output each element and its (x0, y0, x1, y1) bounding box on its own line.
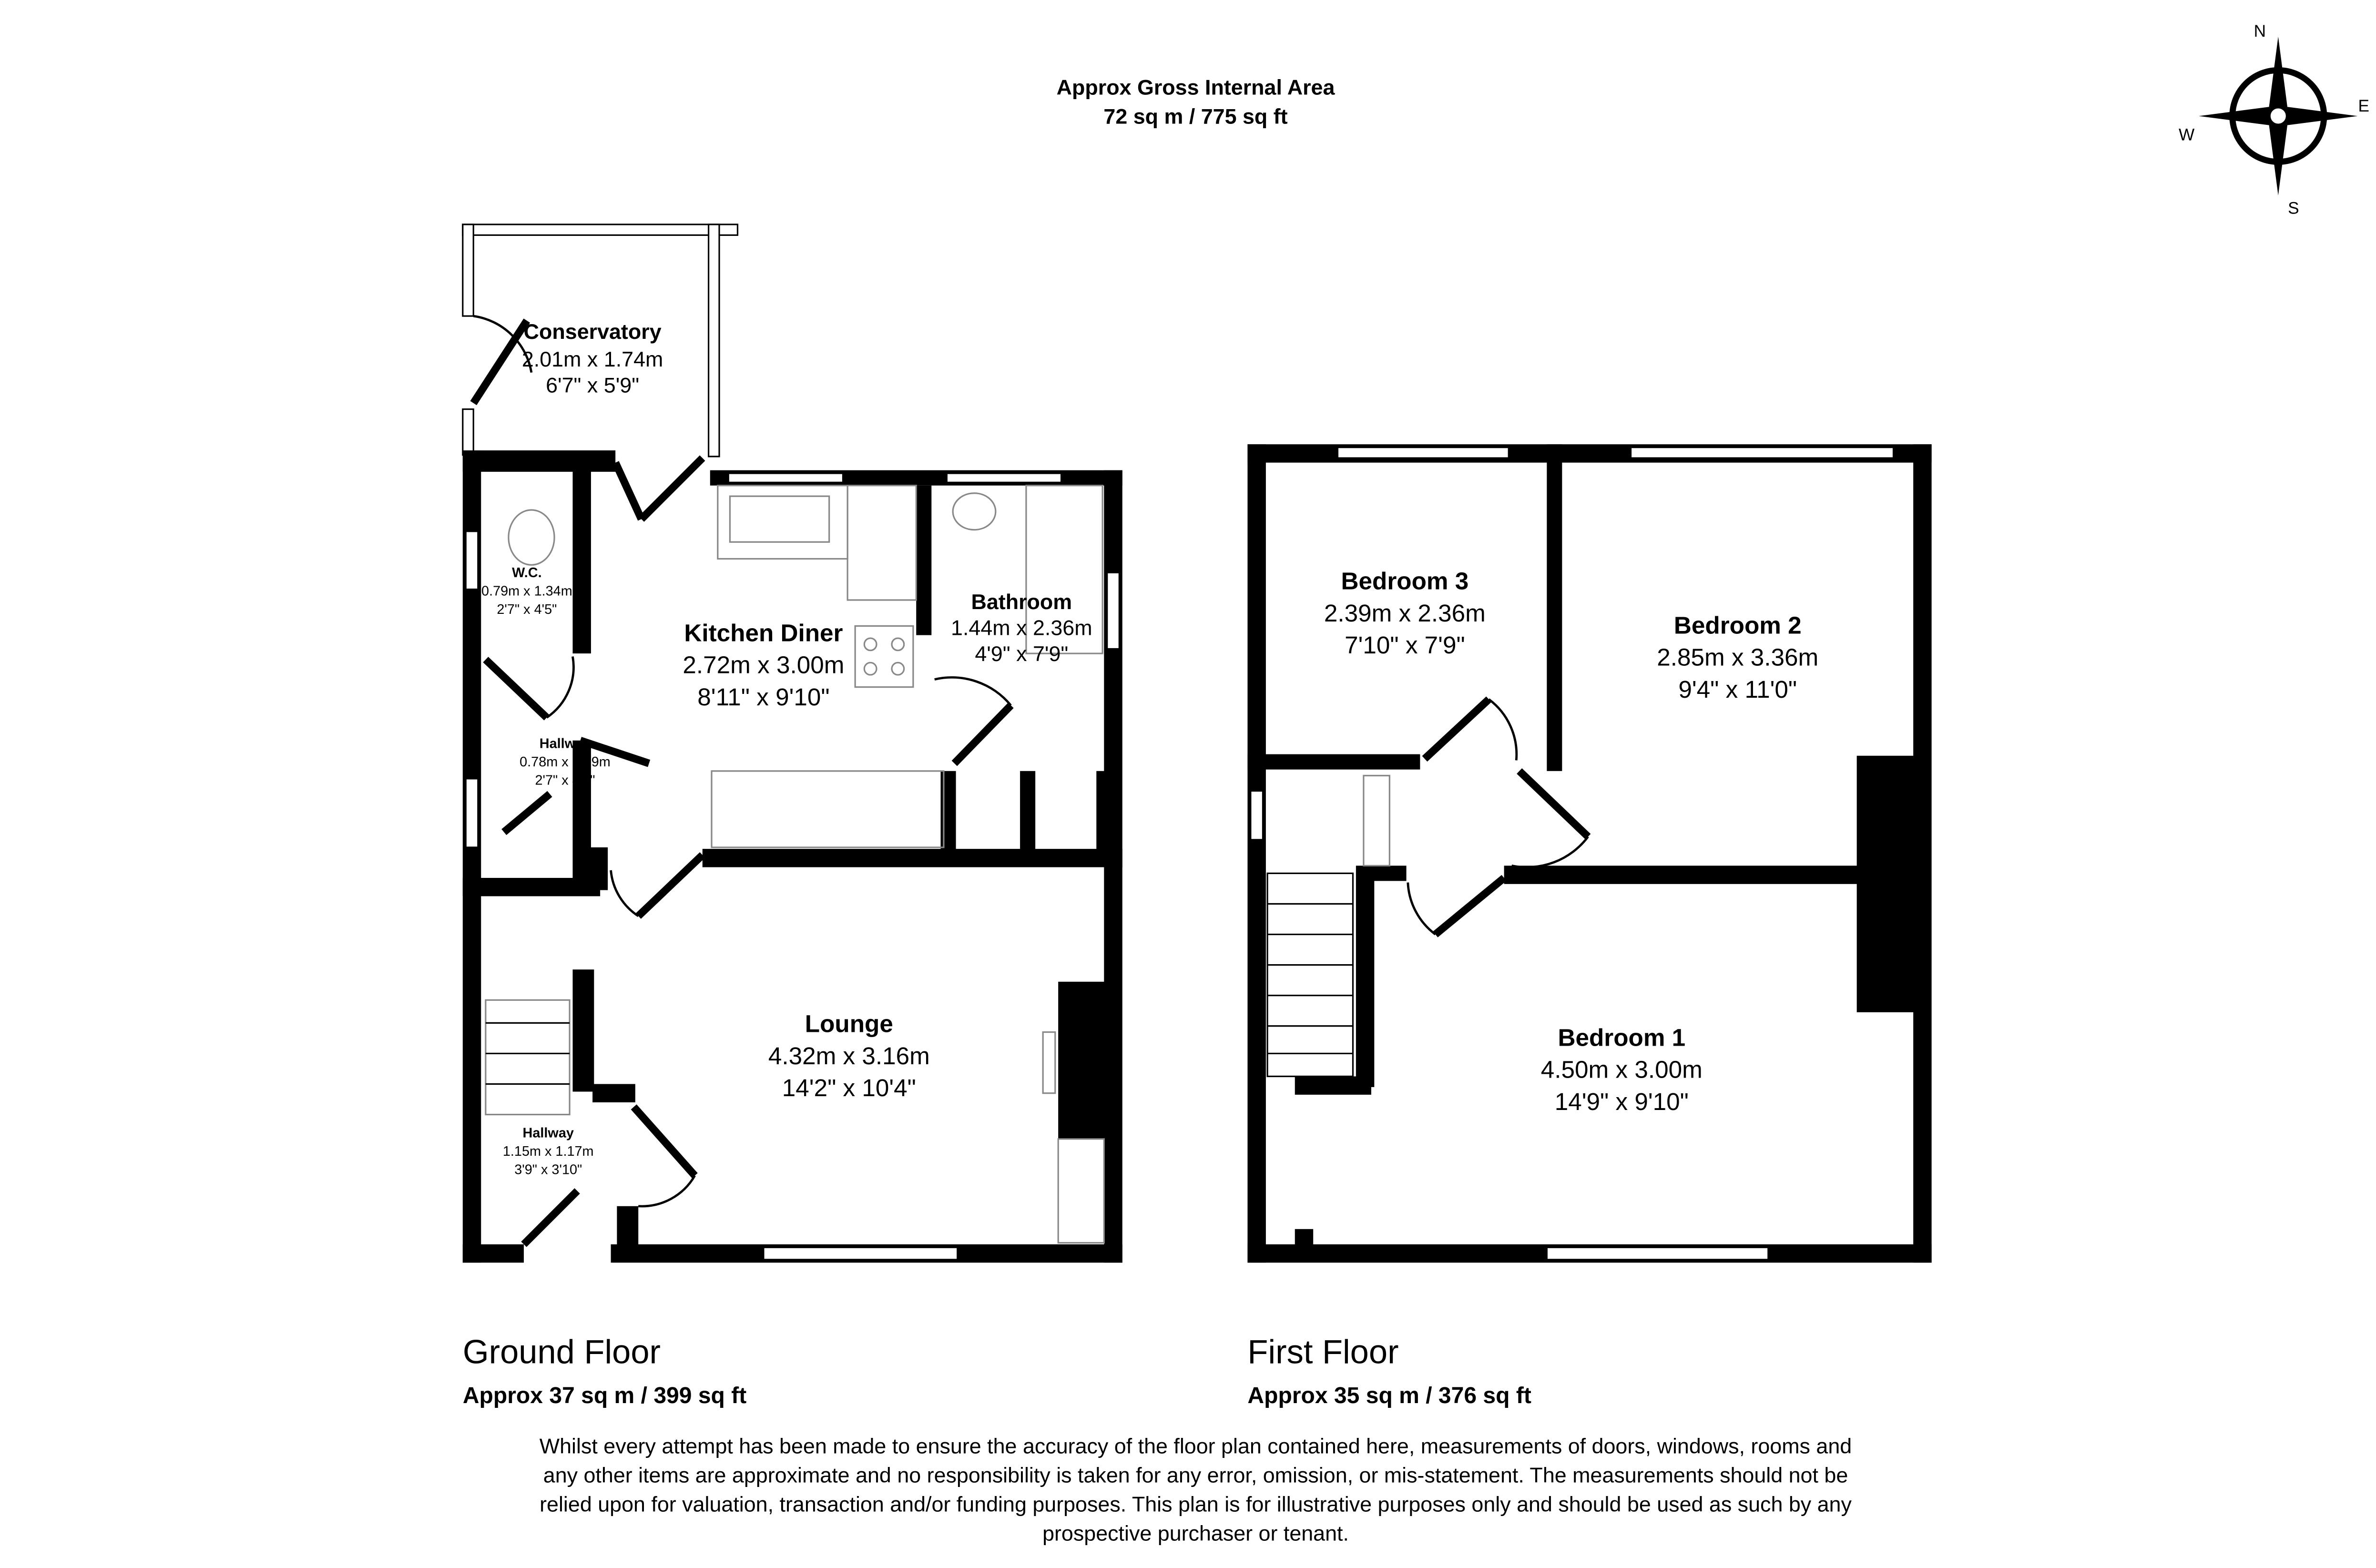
svg-text:0.79m x 1.34m: 0.79m x 1.34m (481, 583, 572, 599)
toilet-icon (508, 509, 555, 566)
svg-text:Conservatory: Conservatory (524, 319, 662, 344)
svg-text:Whilst every attempt has been: Whilst every attempt has been made to en… (540, 1434, 1852, 1458)
sink-icon (729, 495, 830, 543)
svg-text:4.32m x 3.16m: 4.32m x 3.16m (768, 1042, 930, 1069)
svg-text:W.C.: W.C. (512, 565, 541, 580)
first-floor-plan: Bedroom 3 2.39m x 2.36m 7'10" x 7'9" Bed… (1247, 444, 1932, 1263)
svg-text:14'9" x 9'10": 14'9" x 9'10" (1555, 1088, 1689, 1115)
bath-icon (1025, 485, 1103, 654)
first-floor-area: Approx 35 sq m / 376 sq ft (1247, 1383, 1531, 1408)
svg-text:Hallway: Hallway (523, 1126, 574, 1141)
svg-text:N: N (2254, 22, 2266, 41)
ground-floor-plan: Conservatory 2.01m x 1.74m 6'7" x 5'9" W… (462, 224, 1122, 1263)
room-conservatory: Conservatory 2.01m x 1.74m 6'7" x 5'9" (522, 319, 663, 397)
svg-text:Kitchen Diner: Kitchen Diner (684, 619, 843, 646)
svg-text:prospective purchaser or tenan: prospective purchaser or tenant. (1042, 1521, 1349, 1545)
staircase (1266, 872, 1354, 1078)
svg-text:6'7" x 5'9": 6'7" x 5'9" (546, 373, 639, 397)
svg-text:Bedroom 3: Bedroom 3 (1341, 568, 1469, 595)
room-kitchen-diner: Kitchen Diner 2.72m x 3.00m 8'11" x 9'10… (683, 619, 844, 711)
svg-text:Bathroom: Bathroom (971, 590, 1072, 614)
first-floor-title: First Floor (1247, 1333, 1398, 1371)
svg-text:Bedroom 1: Bedroom 1 (1558, 1024, 1685, 1051)
svg-text:3'9" x 3'10": 3'9" x 3'10" (514, 1162, 582, 1177)
svg-text:14'2" x 10'4": 14'2" x 10'4" (782, 1074, 916, 1101)
svg-text:Hallway: Hallway (540, 736, 591, 752)
svg-text:1.15m x 1.17m: 1.15m x 1.17m (503, 1144, 594, 1159)
ground-floor-title: Ground Floor (463, 1333, 661, 1371)
svg-text:4.50m x 3.00m: 4.50m x 3.00m (1541, 1056, 1703, 1083)
gross-area-value: 72 sq m / 775 sq ft (1103, 104, 1287, 128)
room-bedroom-3: Bedroom 3 2.39m x 2.36m 7'10" x 7'9" (1324, 568, 1486, 659)
room-hallway-upper: Hallway 0.78m x 1.39m 2'7" x 4'7" (520, 736, 611, 788)
svg-text:4'9" x 7'9": 4'9" x 7'9" (975, 641, 1068, 666)
svg-text:8'11" x 9'10": 8'11" x 9'10" (697, 683, 829, 711)
staircase (485, 999, 571, 1116)
basin-icon (952, 492, 997, 531)
room-bedroom-2: Bedroom 2 2.85m x 3.36m 9'4" x 11'0" (1657, 611, 1818, 703)
hob-icon (854, 625, 914, 688)
svg-text:2.39m x 2.36m: 2.39m x 2.36m (1324, 600, 1486, 627)
svg-text:1.44m x 2.36m: 1.44m x 2.36m (951, 616, 1092, 640)
svg-text:2'7" x 4'5": 2'7" x 4'5" (497, 602, 557, 617)
room-hallway-lower: Hallway 1.15m x 1.17m 3'9" x 3'10" (503, 1126, 594, 1178)
svg-text:2.72m x 3.00m: 2.72m x 3.00m (683, 652, 844, 679)
ground-floor-area: Approx 37 sq m / 399 sq ft (463, 1383, 746, 1408)
svg-text:S: S (2288, 199, 2299, 217)
svg-text:any other items are approximat: any other items are approximate and no r… (543, 1463, 1848, 1487)
compass-icon: N E S W (2179, 22, 2369, 218)
svg-text:2'7" x 4'7": 2'7" x 4'7" (535, 773, 595, 788)
room-bathroom: Bathroom 1.44m x 2.36m 4'9" x 7'9" (951, 590, 1092, 666)
svg-text:W: W (2179, 126, 2195, 144)
svg-text:Lounge: Lounge (805, 1010, 893, 1038)
svg-text:9'4" x 11'0": 9'4" x 11'0" (1678, 676, 1797, 703)
svg-text:7'10" x 7'9": 7'10" x 7'9" (1345, 631, 1465, 659)
svg-text:relied upon for valuation, tra: relied upon for valuation, transaction a… (540, 1492, 1852, 1516)
disclaimer: Whilst every attempt has been made to en… (540, 1434, 1852, 1546)
svg-text:Bedroom 2: Bedroom 2 (1674, 611, 1802, 639)
room-wc: W.C. 0.79m x 1.34m 2'7" x 4'5" (481, 565, 572, 617)
svg-text:E: E (2358, 97, 2369, 115)
svg-text:2.85m x 3.36m: 2.85m x 3.36m (1657, 644, 1818, 671)
gross-area-title: Approx Gross Internal Area (1057, 75, 1336, 100)
svg-text:2.01m x 1.74m: 2.01m x 1.74m (522, 347, 663, 371)
svg-text:0.78m x 1.39m: 0.78m x 1.39m (520, 754, 611, 770)
room-bedroom-1: Bedroom 1 4.50m x 3.00m 14'9" x 9'10" (1541, 1024, 1703, 1115)
room-lounge: Lounge 4.32m x 3.16m 14'2" x 10'4" (768, 1010, 930, 1102)
